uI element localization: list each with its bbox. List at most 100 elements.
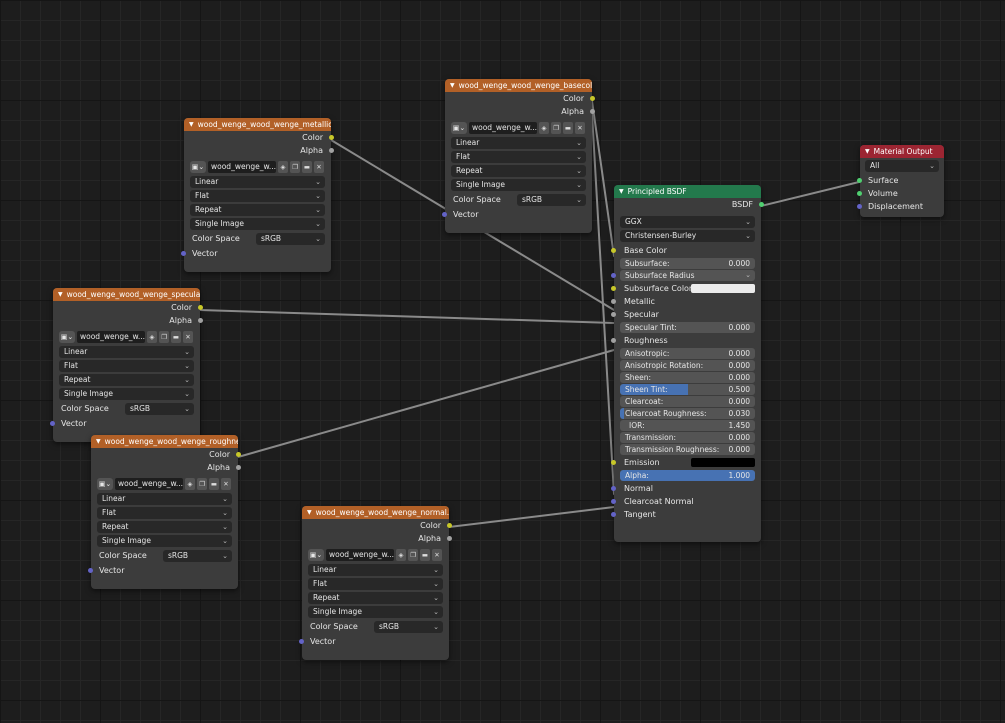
subsurface-method-dropdown[interactable]: Christensen-Burley⌄ <box>620 230 755 242</box>
image-name-field[interactable]: wood_wenge_w... <box>77 330 145 343</box>
transmission-roughness-field[interactable]: Transmission Roughness:0.000 <box>620 444 755 455</box>
material-output-node[interactable]: ▼Material Output All⌄ Surface Volume Dis… <box>857 145 944 217</box>
collapse-triangle-icon[interactable]: ▼ <box>865 148 870 155</box>
duplicate-icon[interactable]: ❐ <box>551 121 561 134</box>
clearcoat-normal-socket[interactable] <box>611 499 616 504</box>
node-header[interactable]: ▼wood_wenge_wood_wenge_metallic.j... <box>184 118 331 131</box>
x-icon[interactable]: ✕ <box>221 477 231 490</box>
alpha-output-socket[interactable] <box>590 109 595 114</box>
source-dropdown[interactable]: Single Image⌄ <box>308 606 443 618</box>
surface-input-socket[interactable] <box>857 178 862 183</box>
image-name-field[interactable]: wood_wenge_w... <box>115 477 183 490</box>
image-texture-node-roughness[interactable]: ▼wood_wenge_wood_wenge_roughnes... Color… <box>88 435 241 589</box>
interpolation-dropdown[interactable]: Linear⌄ <box>308 564 443 576</box>
color-output-socket[interactable] <box>590 96 595 101</box>
subsurface-field[interactable]: Subsurface:0.000 <box>620 258 755 269</box>
image-browse-icon[interactable]: ▣⌄ <box>97 477 113 490</box>
image-texture-node-metallic[interactable]: ▼wood_wenge_wood_wenge_metallic.j... Col… <box>181 118 334 272</box>
image-name-field[interactable]: wood_wenge_w... <box>326 548 394 561</box>
folder-icon[interactable]: ▬ <box>302 160 312 173</box>
source-dropdown[interactable]: Single Image⌄ <box>190 218 325 230</box>
source-dropdown[interactable]: Single Image⌄ <box>451 179 586 191</box>
anisotropic-rotation-field[interactable]: Anisotropic Rotation:0.000 <box>620 360 755 371</box>
vector-input-socket[interactable] <box>442 212 447 217</box>
extension-dropdown[interactable]: Repeat⌄ <box>59 374 194 386</box>
collapse-triangle-icon[interactable]: ▼ <box>189 121 194 128</box>
link-normal[interactable] <box>448 506 615 528</box>
base-color-socket[interactable] <box>611 248 616 253</box>
roughness-socket[interactable] <box>611 338 616 343</box>
metallic-socket[interactable] <box>611 299 616 304</box>
image-name-field[interactable]: wood_wenge_w... <box>469 121 537 134</box>
alpha-output-socket[interactable] <box>447 536 452 541</box>
projection-dropdown[interactable]: Flat⌄ <box>59 360 194 372</box>
collapse-triangle-icon[interactable]: ▼ <box>307 509 312 516</box>
extension-dropdown[interactable]: Repeat⌄ <box>97 521 232 533</box>
node-header[interactable]: ▼wood_wenge_wood_wenge_basecolo... <box>445 79 592 92</box>
node-header[interactable]: ▼wood_wenge_wood_wenge_roughnes... <box>91 435 238 448</box>
alpha-output-socket[interactable] <box>198 318 203 323</box>
interpolation-dropdown[interactable]: Linear⌄ <box>59 346 194 358</box>
shield-icon[interactable]: ◈ <box>185 477 195 490</box>
node-header[interactable]: ▼Principled BSDF <box>614 185 761 198</box>
image-browse-icon[interactable]: ▣⌄ <box>308 548 324 561</box>
source-dropdown[interactable]: Single Image⌄ <box>59 388 194 400</box>
projection-dropdown[interactable]: Flat⌄ <box>451 151 586 163</box>
folder-icon[interactable]: ▬ <box>171 330 181 343</box>
projection-dropdown[interactable]: Flat⌄ <box>97 507 232 519</box>
node-header[interactable]: ▼wood_wenge_wood_wenge_specular.j... <box>53 288 200 301</box>
collapse-triangle-icon[interactable]: ▼ <box>619 188 624 195</box>
extension-dropdown[interactable]: Repeat⌄ <box>451 165 586 177</box>
vector-input-socket[interactable] <box>50 421 55 426</box>
emission-color-swatch[interactable] <box>691 458 755 467</box>
colorspace-dropdown[interactable]: sRGB⌄ <box>256 232 325 245</box>
clearcoat-field[interactable]: Clearcoat:0.000 <box>620 396 755 407</box>
color-output-socket[interactable] <box>447 523 452 528</box>
specular-tint-field[interactable]: Specular Tint:0.000 <box>620 322 755 333</box>
emission-socket[interactable] <box>611 460 616 465</box>
link-basecolor-alpha[interactable] <box>591 113 615 495</box>
colorspace-dropdown[interactable]: sRGB⌄ <box>125 402 194 415</box>
distribution-dropdown[interactable]: GGX⌄ <box>620 216 755 228</box>
color-output-socket[interactable] <box>329 135 334 140</box>
target-dropdown[interactable]: All⌄ <box>865 160 939 172</box>
clearcoat-roughness-field[interactable]: Clearcoat Roughness:0.030 <box>620 408 755 419</box>
image-texture-node-specular[interactable]: ▼wood_wenge_wood_wenge_specular.j... Col… <box>50 288 203 442</box>
alpha-field[interactable]: Alpha:1.000 <box>620 470 755 481</box>
interpolation-dropdown[interactable]: Linear⌄ <box>451 137 586 149</box>
vector-input-socket[interactable] <box>299 639 304 644</box>
principled-bsdf-node[interactable]: ▼Principled BSDF BSDF GGX⌄ Christensen-B… <box>611 185 764 542</box>
extension-dropdown[interactable]: Repeat⌄ <box>308 592 443 604</box>
subsurface-radius-socket[interactable] <box>611 273 616 278</box>
image-browse-icon[interactable]: ▣⌄ <box>451 121 467 134</box>
shield-icon[interactable]: ◈ <box>396 548 406 561</box>
folder-icon[interactable]: ▬ <box>420 548 430 561</box>
colorspace-dropdown[interactable]: sRGB⌄ <box>374 620 443 633</box>
link-bsdf-surface[interactable] <box>760 181 860 207</box>
image-texture-node-basecolor[interactable]: ▼wood_wenge_wood_wenge_basecolo... Color… <box>442 79 595 233</box>
color-output-socket[interactable] <box>198 305 203 310</box>
image-name-field[interactable]: wood_wenge_w... <box>208 160 276 173</box>
collapse-triangle-icon[interactable]: ▼ <box>96 438 101 445</box>
vector-input-socket[interactable] <box>88 568 93 573</box>
color-output-socket[interactable] <box>236 452 241 457</box>
folder-icon[interactable]: ▬ <box>209 477 219 490</box>
link-specular[interactable] <box>199 309 615 324</box>
subsurface-color-swatch[interactable] <box>691 284 755 293</box>
alpha-output-socket[interactable] <box>329 148 334 153</box>
colorspace-dropdown[interactable]: sRGB⌄ <box>163 549 232 562</box>
duplicate-icon[interactable]: ❐ <box>197 477 207 490</box>
subsurface-color-socket[interactable] <box>611 286 616 291</box>
specular-socket[interactable] <box>611 312 616 317</box>
displacement-input-socket[interactable] <box>857 204 862 209</box>
projection-dropdown[interactable]: Flat⌄ <box>190 190 325 202</box>
image-browse-icon[interactable]: ▣⌄ <box>190 160 206 173</box>
volume-input-socket[interactable] <box>857 191 862 196</box>
folder-icon[interactable]: ▬ <box>563 121 573 134</box>
extension-dropdown[interactable]: Repeat⌄ <box>190 204 325 216</box>
vector-input-socket[interactable] <box>181 251 186 256</box>
shield-icon[interactable]: ◈ <box>278 160 288 173</box>
anisotropic-field[interactable]: Anisotropic:0.000 <box>620 348 755 359</box>
bsdf-output-socket[interactable] <box>759 202 764 207</box>
interpolation-dropdown[interactable]: Linear⌄ <box>97 493 232 505</box>
